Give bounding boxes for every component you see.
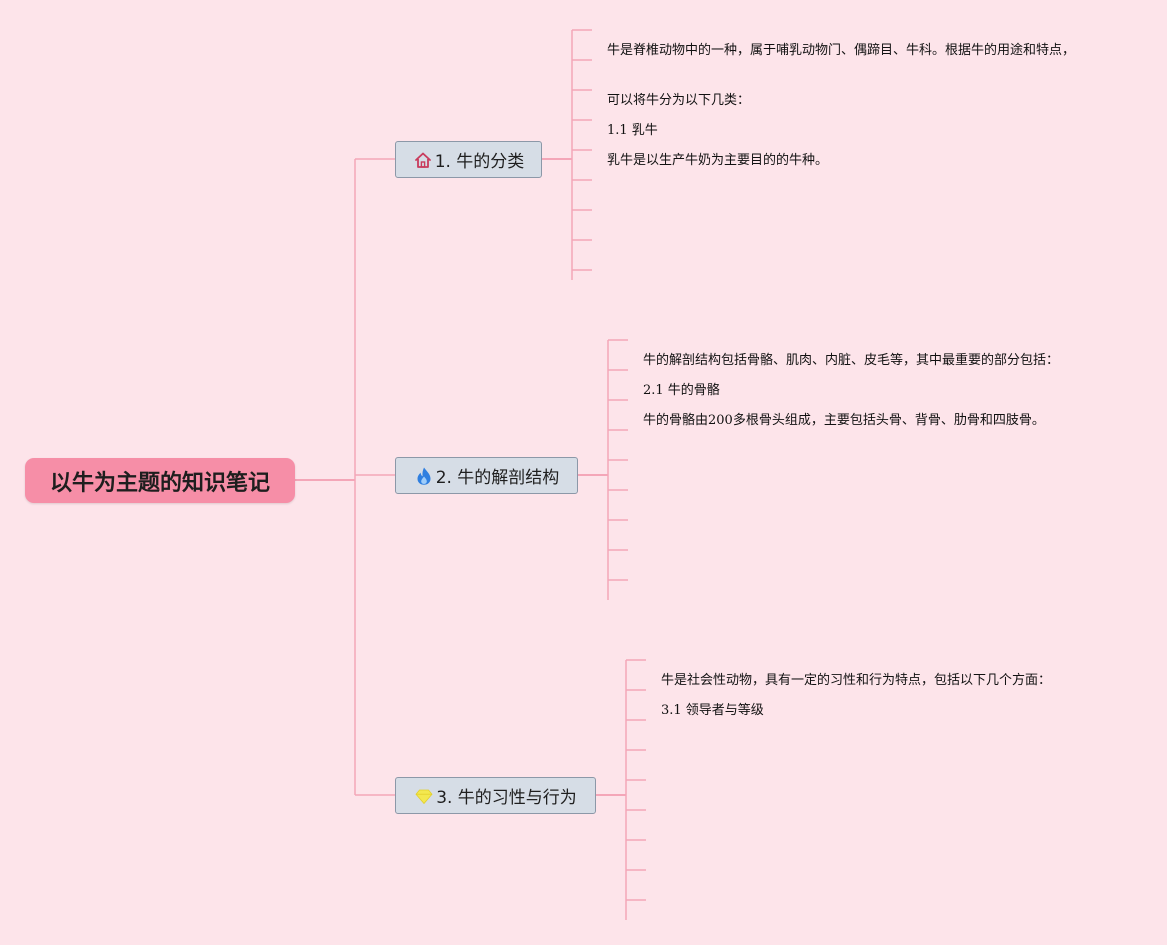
leaf-note[interactable]: 牛的解剖结构包括骨骼、肌肉、内脏、皮毛等，其中最重要的部分包括： bbox=[643, 353, 1060, 368]
house-icon bbox=[413, 150, 433, 170]
root-topic[interactable]: 以牛为主题的知识笔记 bbox=[25, 458, 295, 503]
branch-topic-label: 2. 牛的解剖结构 bbox=[435, 468, 560, 488]
leaf-note[interactable]: 乳牛是以生产牛奶为主要目的的牛种。 bbox=[607, 153, 829, 168]
leaf-note[interactable]: 3.1 领导者与等级 bbox=[661, 703, 764, 718]
branch-topic-label: 3. 牛的习性与行为 bbox=[436, 788, 577, 808]
branch-topic-anatomy[interactable]: 2. 牛的解剖结构 bbox=[395, 457, 578, 494]
branch-topic-classification[interactable]: 1. 牛的分类 bbox=[395, 141, 542, 178]
leaf-note[interactable]: 牛的骨骼由200多根骨头组成，主要包括头骨、背骨、肋骨和四肢骨。 bbox=[643, 413, 1045, 428]
root-topic-label: 以牛为主题的知识笔记 bbox=[49, 470, 270, 496]
leaf-note[interactable]: 2.1 牛的骨骼 bbox=[643, 383, 720, 398]
leaf-note[interactable]: 1.1 乳牛 bbox=[607, 123, 658, 138]
diamond-icon bbox=[414, 786, 434, 806]
leaf-note[interactable]: 可以将牛分为以下几类： bbox=[607, 93, 751, 108]
branch-topic-behavior[interactable]: 3. 牛的习性与行为 bbox=[395, 777, 596, 814]
leaf-note[interactable]: 牛是脊椎动物中的一种，属于哺乳动物门、偶蹄目、牛科。根据牛的用途和特点， bbox=[607, 43, 1076, 58]
leaf-note[interactable]: 牛是社会性动物，具有一定的习性和行为特点，包括以下几个方面： bbox=[661, 673, 1052, 688]
flame-icon bbox=[414, 466, 434, 486]
branch-topic-label: 1. 牛的分类 bbox=[434, 152, 525, 172]
